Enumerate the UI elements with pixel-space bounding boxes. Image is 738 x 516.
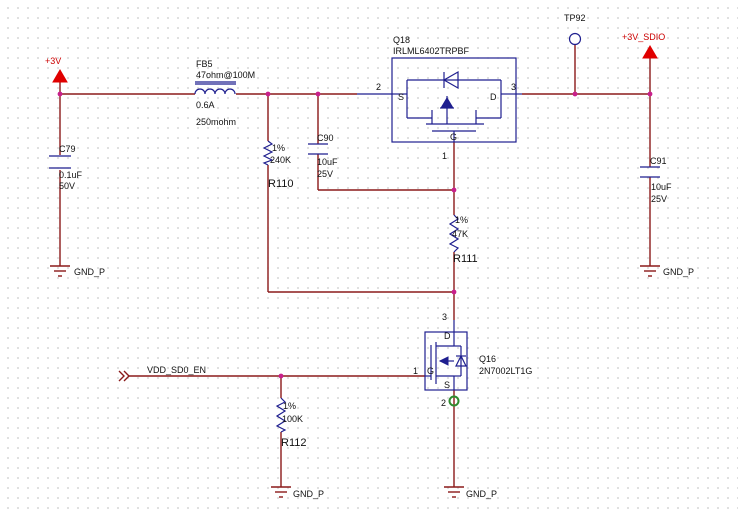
c79-value: 0.1uF bbox=[59, 170, 83, 180]
ground-label: GND_P bbox=[663, 267, 694, 277]
power-arrow-icon bbox=[52, 69, 68, 83]
diode-icon bbox=[442, 70, 459, 90]
ferrite-resistance: 250mohm bbox=[196, 117, 236, 127]
net-enable: VDD_SD0_EN bbox=[118, 365, 206, 382]
capacitor-c91: C91 10uF 25V bbox=[640, 156, 672, 204]
r112-tol: 1% bbox=[283, 401, 296, 411]
q18-ref: Q18 bbox=[393, 35, 410, 45]
r112-value: 100K bbox=[282, 414, 303, 424]
capacitor-c79: C79 0.1uF 50V bbox=[49, 144, 83, 191]
ground-r112: GND_P bbox=[271, 486, 324, 499]
q18-pin-out: 3 bbox=[511, 82, 516, 92]
q16-ref: Q16 bbox=[479, 354, 496, 364]
c90-value: 10uF bbox=[317, 157, 338, 167]
power-label-3v-sdio: +3V_SDIO bbox=[622, 32, 665, 42]
q18-pin-in: 2 bbox=[376, 82, 381, 92]
r110-ref: R110 bbox=[268, 178, 293, 190]
junctions bbox=[57, 91, 653, 379]
junction-dot bbox=[451, 187, 457, 193]
junction-dot bbox=[647, 91, 653, 97]
ground-c91: GND_P bbox=[640, 265, 694, 277]
r110-tol: 1% bbox=[272, 143, 285, 153]
junction-dot bbox=[278, 373, 284, 379]
ground-label: GND_P bbox=[293, 489, 324, 499]
ground-label: GND_P bbox=[466, 489, 497, 499]
resistor-zigzag-icon bbox=[262, 140, 274, 166]
inductor-coil-icon bbox=[194, 88, 236, 95]
junction-dot bbox=[315, 91, 321, 97]
testpoint-tp92: TP92 bbox=[564, 13, 586, 46]
r110-value: 240K bbox=[270, 155, 291, 165]
testpoint-icon bbox=[568, 32, 582, 46]
q16-part: 2N7002LT1G bbox=[479, 366, 532, 376]
q16-label-d: D bbox=[444, 331, 451, 341]
c91-voltage: 25V bbox=[651, 194, 667, 204]
diode-icon bbox=[455, 354, 467, 367]
q18-label-s: S bbox=[398, 92, 404, 102]
resistor-r112: 1% 100K R112 bbox=[275, 397, 306, 449]
ferrite-fb5: FB5 47ohm@100M 0.6A 250mohm bbox=[194, 59, 255, 127]
power-arrow-icon bbox=[642, 45, 658, 59]
q18-body bbox=[391, 57, 517, 143]
resistor-zigzag-icon bbox=[275, 397, 287, 433]
q16-pin-d: 3 bbox=[442, 312, 447, 322]
junction-dot bbox=[572, 91, 578, 97]
power-label-3v: +3V bbox=[45, 56, 61, 66]
power-port-3v-sdio: +3V_SDIO bbox=[622, 32, 665, 59]
c91-ref: C91 bbox=[650, 156, 667, 166]
ferrite-current: 0.6A bbox=[196, 100, 215, 110]
q16-label-s: S bbox=[444, 380, 450, 390]
r111-value: 47K bbox=[452, 229, 468, 239]
resistor-r110: 1% 240K R110 bbox=[262, 140, 293, 190]
power-port-3v: +3V bbox=[45, 56, 68, 83]
q16-body bbox=[424, 331, 468, 391]
capacitor-c90: C90 10uF 25V bbox=[308, 133, 338, 179]
q16-label-g: G bbox=[427, 366, 434, 376]
net-port-icon bbox=[123, 370, 130, 382]
q18-label-g: G bbox=[450, 132, 457, 142]
ferrite-spec: 47ohm@100M bbox=[196, 70, 255, 80]
r111-tol: 1% bbox=[455, 215, 468, 225]
ground-label: GND_P bbox=[74, 267, 105, 277]
r112-ref: R112 bbox=[281, 437, 306, 449]
q18-label-d: D bbox=[490, 92, 497, 102]
testpoint-label: TP92 bbox=[564, 13, 586, 23]
q16-pin-g: 1 bbox=[413, 366, 418, 376]
c79-voltage: 50V bbox=[59, 181, 75, 191]
junction-dot bbox=[57, 91, 63, 97]
resistor-r111: 1% 47K R111 bbox=[448, 214, 478, 265]
mosfet-q18: Q18 IRLML6402TRPBF 2 3 1 S D G bbox=[357, 35, 522, 161]
arrow-icon bbox=[440, 97, 454, 109]
mosfet-q16: Q16 2N7002LT1G 3 1 2 D G S bbox=[413, 312, 532, 408]
q18-part: IRLML6402TRPBF bbox=[393, 46, 470, 56]
net-port-icon bbox=[118, 370, 125, 382]
q16-pin-s: 2 bbox=[441, 398, 446, 408]
c79-ref: C79 bbox=[59, 144, 76, 154]
probe-marker-icon bbox=[448, 395, 460, 407]
wires bbox=[59, 45, 651, 487]
r111-ref: R111 bbox=[453, 253, 478, 265]
ferrite-ref: FB5 bbox=[196, 59, 213, 69]
c91-value: 10uF bbox=[651, 182, 672, 192]
junction-dot bbox=[451, 289, 457, 295]
c90-voltage: 25V bbox=[317, 169, 333, 179]
ground-c79: GND_P bbox=[50, 265, 105, 277]
resistor-zigzag-icon bbox=[448, 214, 460, 253]
q18-pin-gate: 1 bbox=[442, 151, 447, 161]
ground-q16: GND_P bbox=[444, 486, 497, 499]
net-enable-label: VDD_SD0_EN bbox=[147, 365, 206, 375]
c90-ref: C90 bbox=[317, 133, 334, 143]
junction-dot bbox=[265, 91, 271, 97]
